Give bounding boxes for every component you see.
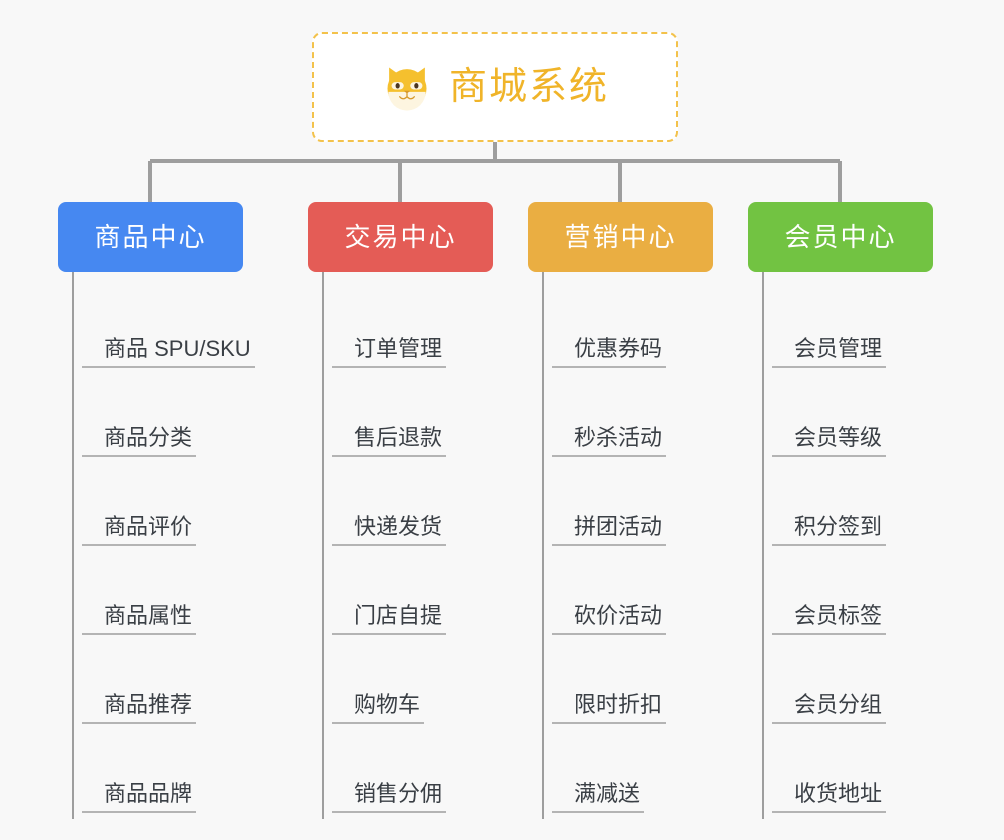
leaf-label: 售后退款 xyxy=(332,425,447,457)
leaf-label: 砍价活动 xyxy=(552,603,667,635)
category-header-2[interactable]: 营销中心 xyxy=(528,202,713,272)
leaf-item[interactable]: 订单管理 xyxy=(324,285,530,374)
leaf-label: 商品属性 xyxy=(82,603,197,635)
leaf-item[interactable]: 门店自提 xyxy=(324,552,530,641)
leaf-item[interactable]: 会员标签 xyxy=(764,552,970,641)
leaf-item[interactable]: 购物车 xyxy=(324,641,530,730)
leaf-label: 满减送 xyxy=(552,781,645,813)
category-label-2: 营销中心 xyxy=(564,222,677,252)
category-column-3: 会员中心 会员管理 会员等级 积分签到 会员标签 会员分组 xyxy=(748,202,970,819)
leaf-label: 会员分组 xyxy=(772,692,887,724)
leaf-item[interactable]: 会员分组 xyxy=(764,641,970,730)
leaf-item[interactable]: 会员等级 xyxy=(764,374,970,463)
leaf-item[interactable]: 优惠券码 xyxy=(544,285,750,374)
leaf-item[interactable]: 秒杀活动 xyxy=(544,374,750,463)
leaf-list-1: 订单管理 售后退款 快递发货 门店自提 购物车 销售分佣 xyxy=(322,272,530,819)
leaf-label: 拼团活动 xyxy=(552,514,667,546)
category-label-3: 会员中心 xyxy=(784,222,897,252)
leaf-label: 会员管理 xyxy=(772,336,887,368)
leaf-label: 限时折扣 xyxy=(552,692,667,724)
category-label-1: 交易中心 xyxy=(344,222,457,252)
leaf-label: 收货地址 xyxy=(772,781,887,813)
leaf-label: 商品评价 xyxy=(82,514,197,546)
category-column-2: 营销中心 优惠券码 秒杀活动 拼团活动 砍价活动 限时折扣 xyxy=(528,202,750,819)
leaf-item[interactable]: 满减送 xyxy=(544,730,750,819)
leaf-item[interactable]: 会员管理 xyxy=(764,285,970,374)
leaf-label: 商品品牌 xyxy=(82,781,197,813)
leaf-label: 门店自提 xyxy=(332,603,447,635)
leaf-label: 会员标签 xyxy=(772,603,887,635)
category-label-0: 商品中心 xyxy=(94,222,207,252)
leaf-item[interactable]: 拼团活动 xyxy=(544,463,750,552)
leaf-list-3: 会员管理 会员等级 积分签到 会员标签 会员分组 收货地址 xyxy=(762,272,970,819)
leaf-label: 商品推荐 xyxy=(82,692,197,724)
leaf-label: 购物车 xyxy=(332,692,425,724)
leaf-label: 秒杀活动 xyxy=(552,425,667,457)
leaf-item[interactable]: 快递发货 xyxy=(324,463,530,552)
leaf-label: 商品 SPU/SKU xyxy=(82,336,255,368)
category-column-1: 交易中心 订单管理 售后退款 快递发货 门店自提 购物车 xyxy=(308,202,530,819)
leaf-item[interactable]: 商品品牌 xyxy=(74,730,280,819)
category-header-3[interactable]: 会员中心 xyxy=(748,202,933,272)
root-node[interactable]: 商城系统 xyxy=(312,32,678,142)
leaf-item[interactable]: 收货地址 xyxy=(764,730,970,819)
category-header-0[interactable]: 商品中心 xyxy=(58,202,243,272)
category-header-1[interactable]: 交易中心 xyxy=(308,202,493,272)
category-column-0: 商品中心 商品 SPU/SKU 商品分类 商品评价 商品属性 商品推荐 xyxy=(58,202,280,819)
leaf-item[interactable]: 商品属性 xyxy=(74,552,280,641)
leaf-item[interactable]: 售后退款 xyxy=(324,374,530,463)
root-title: 商城系统 xyxy=(448,66,609,108)
leaf-item[interactable]: 商品分类 xyxy=(74,374,280,463)
leaf-list-0: 商品 SPU/SKU 商品分类 商品评价 商品属性 商品推荐 商品品牌 xyxy=(72,272,280,819)
leaf-label: 会员等级 xyxy=(772,425,887,457)
leaf-label: 优惠券码 xyxy=(552,336,667,368)
leaf-item[interactable]: 限时折扣 xyxy=(544,641,750,730)
leaf-item[interactable]: 砍价活动 xyxy=(544,552,750,641)
category-columns: 商品中心 商品 SPU/SKU 商品分类 商品评价 商品属性 商品推荐 xyxy=(0,202,1004,840)
leaf-label: 订单管理 xyxy=(332,336,447,368)
leaf-item[interactable]: 商品 SPU/SKU xyxy=(74,285,280,374)
leaf-label: 快递发货 xyxy=(332,514,447,546)
shiba-dog-face-icon xyxy=(381,61,433,113)
leaf-label: 商品分类 xyxy=(82,425,197,457)
leaf-label: 销售分佣 xyxy=(332,781,447,813)
leaf-label: 积分签到 xyxy=(772,514,887,546)
leaf-item[interactable]: 积分签到 xyxy=(764,463,970,552)
leaf-item[interactable]: 商品评价 xyxy=(74,463,280,552)
leaf-item[interactable]: 商品推荐 xyxy=(74,641,280,730)
leaf-list-2: 优惠券码 秒杀活动 拼团活动 砍价活动 限时折扣 满减送 xyxy=(542,272,750,819)
leaf-item[interactable]: 销售分佣 xyxy=(324,730,530,819)
